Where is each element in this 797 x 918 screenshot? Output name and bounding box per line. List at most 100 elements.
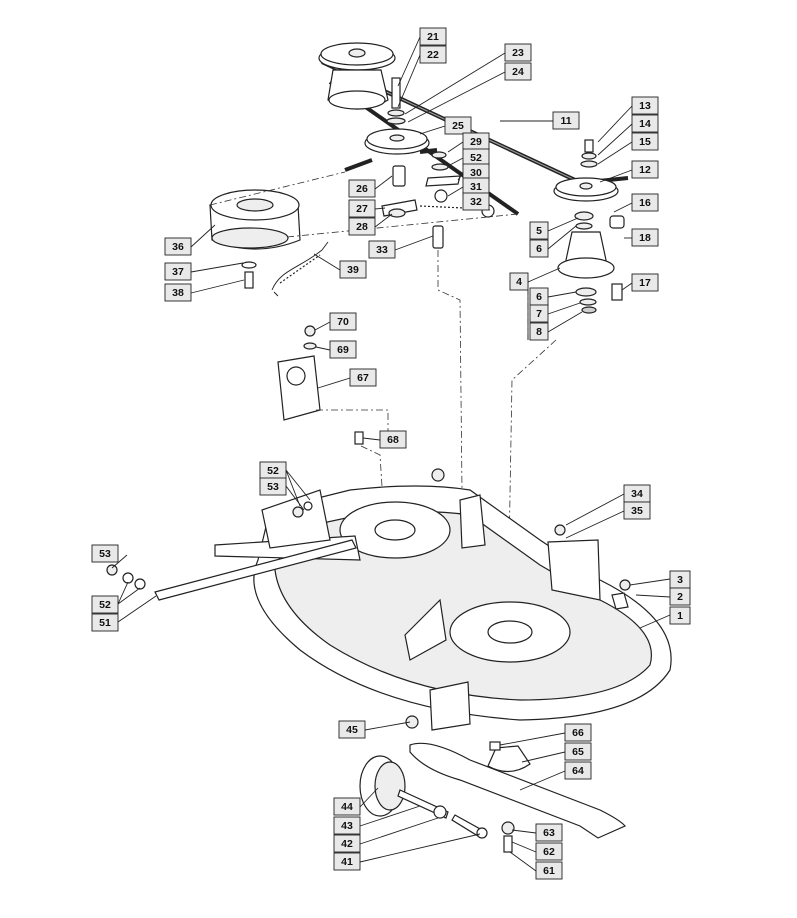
svg-text:53: 53	[99, 548, 111, 560]
svg-text:28: 28	[356, 221, 368, 233]
callout-36[interactable]: 36	[164, 237, 192, 256]
svg-text:33: 33	[376, 244, 388, 256]
svg-text:3: 3	[677, 574, 683, 586]
svg-text:5: 5	[536, 225, 542, 237]
callout-41[interactable]: 41	[333, 852, 361, 871]
svg-text:36: 36	[172, 241, 184, 253]
svg-text:6: 6	[536, 243, 542, 255]
svg-text:8: 8	[536, 326, 542, 338]
callout-37[interactable]: 37	[164, 262, 192, 281]
callout-67[interactable]: 67	[349, 368, 377, 387]
svg-text:15: 15	[639, 136, 651, 148]
callout-4[interactable]: 4	[509, 272, 529, 291]
svg-text:14: 14	[639, 118, 651, 130]
svg-text:64: 64	[572, 765, 584, 777]
callout-69[interactable]: 69	[329, 340, 357, 359]
callout-13[interactable]: 13	[631, 96, 659, 115]
callout-12[interactable]: 12	[631, 160, 659, 179]
callout-63[interactable]: 63	[535, 823, 563, 842]
svg-text:17: 17	[639, 277, 651, 289]
svg-text:27: 27	[356, 203, 368, 215]
svg-text:35: 35	[631, 505, 643, 517]
callout-3[interactable]: 3	[669, 570, 691, 589]
svg-text:51: 51	[99, 617, 111, 629]
callout-17[interactable]: 17	[631, 273, 659, 292]
svg-text:65: 65	[572, 746, 584, 758]
callout-23[interactable]: 23	[504, 43, 532, 62]
svg-text:23: 23	[512, 47, 524, 59]
height-adjustment-rod	[106, 501, 357, 601]
svg-text:6: 6	[536, 291, 542, 303]
svg-text:42: 42	[341, 838, 353, 850]
callout-52-rod[interactable]: 52	[91, 595, 119, 614]
callout-62[interactable]: 62	[535, 842, 563, 861]
callout-29[interactable]: 29	[462, 132, 490, 151]
callout-15[interactable]: 15	[631, 132, 659, 151]
svg-text:30: 30	[470, 167, 482, 179]
callout-38[interactable]: 38	[164, 283, 192, 302]
callout-24[interactable]: 24	[504, 62, 532, 81]
callout-14[interactable]: 14	[631, 114, 659, 133]
callout-6-lower[interactable]: 6	[529, 287, 549, 306]
callout-39[interactable]: 39	[339, 260, 367, 279]
idler-pulley	[364, 77, 430, 155]
callout-66[interactable]: 66	[564, 723, 592, 742]
svg-text:63: 63	[543, 827, 555, 839]
callout-53-rod[interactable]: 53	[91, 544, 119, 563]
svg-text:44: 44	[341, 801, 353, 813]
callout-27[interactable]: 27	[348, 199, 376, 218]
svg-text:24: 24	[512, 66, 524, 78]
callout-68[interactable]: 68	[379, 430, 407, 449]
svg-text:70: 70	[337, 316, 349, 328]
callout-7[interactable]: 7	[529, 304, 549, 323]
callout-26[interactable]: 26	[348, 179, 376, 198]
callout-6-upper[interactable]: 6	[529, 239, 549, 258]
svg-text:12: 12	[639, 164, 651, 176]
svg-text:25: 25	[452, 120, 464, 132]
svg-text:22: 22	[427, 49, 439, 61]
svg-text:68: 68	[387, 434, 399, 446]
callout-34[interactable]: 34	[623, 484, 651, 503]
callout-2[interactable]: 2	[669, 587, 691, 606]
callout-16[interactable]: 16	[631, 193, 659, 212]
svg-text:41: 41	[341, 856, 353, 868]
callout-31[interactable]: 31	[462, 177, 490, 196]
svg-text:11: 11	[560, 115, 571, 127]
callout-8[interactable]: 8	[529, 322, 549, 341]
callout-45[interactable]: 45	[338, 720, 366, 739]
callout-43[interactable]: 43	[333, 816, 361, 835]
svg-text:16: 16	[639, 197, 651, 209]
callout-1[interactable]: 1	[669, 606, 691, 625]
callout-52-deck[interactable]: 52	[259, 461, 287, 480]
callout-18[interactable]: 18	[631, 228, 659, 247]
svg-text:2: 2	[677, 591, 683, 603]
callout-65[interactable]: 65	[564, 742, 592, 761]
callout-35[interactable]: 35	[623, 501, 651, 520]
svg-text:31: 31	[470, 181, 482, 193]
callout-28[interactable]: 28	[348, 217, 376, 236]
callout-21[interactable]: 21	[419, 27, 447, 46]
callout-22[interactable]: 22	[419, 45, 447, 64]
callout-42[interactable]: 42	[333, 834, 361, 853]
svg-text:34: 34	[631, 488, 643, 500]
svg-text:39: 39	[347, 264, 359, 276]
callout-64[interactable]: 64	[564, 761, 592, 780]
callout-5[interactable]: 5	[529, 221, 549, 240]
electric-clutch	[209, 189, 301, 289]
svg-text:66: 66	[572, 727, 584, 739]
callout-51[interactable]: 51	[91, 613, 119, 632]
svg-text:52: 52	[267, 465, 279, 477]
callout-labels: 21 22 23 24 25 11 13 14 15 12 16 18 29 5…	[91, 27, 691, 880]
callout-11[interactable]: 11	[552, 111, 580, 130]
callout-53-deck[interactable]: 53	[259, 477, 287, 496]
callout-25[interactable]: 25	[444, 116, 472, 135]
callout-61[interactable]: 61	[535, 861, 563, 880]
callout-52-top[interactable]: 52	[462, 148, 490, 167]
callout-70[interactable]: 70	[329, 312, 357, 331]
svg-text:52: 52	[99, 599, 111, 611]
mower-deck-housing	[214, 468, 672, 721]
callout-32[interactable]: 32	[462, 192, 490, 211]
callout-33[interactable]: 33	[368, 240, 396, 259]
tension-spring	[271, 241, 329, 297]
callout-44[interactable]: 44	[333, 797, 361, 816]
